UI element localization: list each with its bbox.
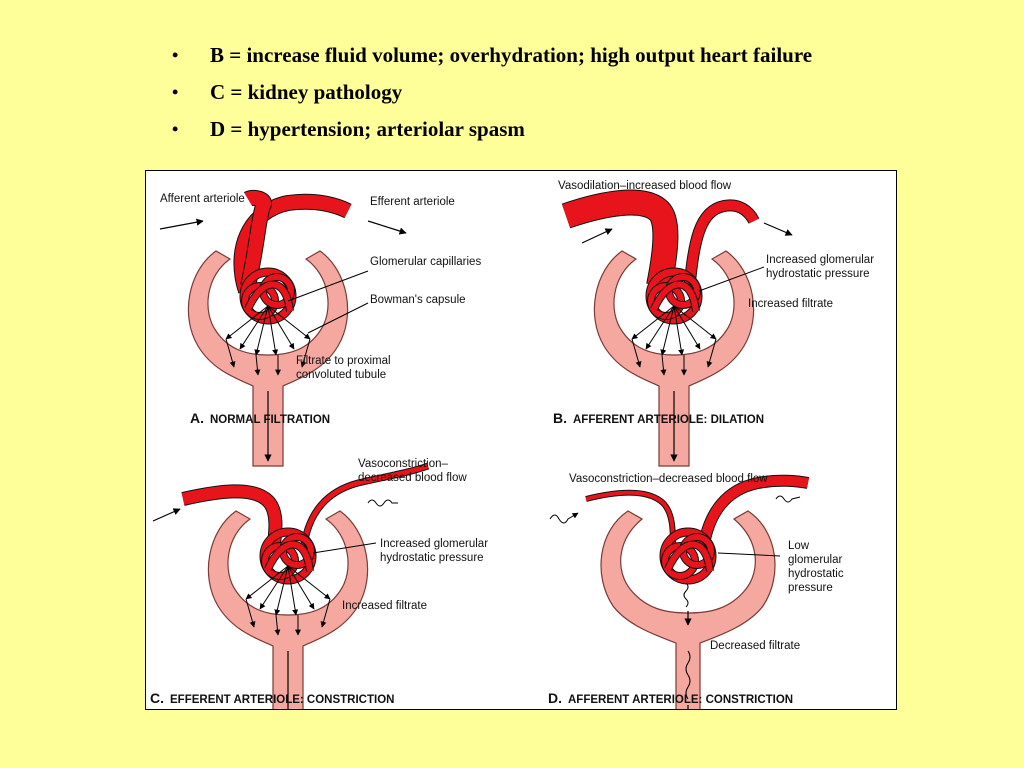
label-d-pressure-line-3: hydrostatic: [788, 568, 844, 580]
inflow-arrow-a: [159, 218, 204, 230]
outflow-arrow-b: [763, 222, 793, 236]
label-c-vasoconstriction-line-1: Vasoconstriction–: [358, 458, 449, 470]
panel-d-caption: AFFERENT ARTERIOLE: CONSTRICTION: [568, 694, 793, 706]
panel-b-caption: AFFERENT ARTERIOLE: DILATION: [573, 414, 764, 426]
capillary-tuft-c: [264, 532, 312, 580]
figure-svg: Afferent arteriole Efferent arteriole Gl…: [150, 180, 874, 709]
label-bowmans-capsule: Bowman's capsule: [370, 294, 466, 306]
label-filtrate-line-2: convoluted tubule: [296, 369, 386, 381]
label-c-increased-filtrate: Increased filtrate: [342, 600, 427, 612]
label-c-pressure-line-1: Increased glomerular: [380, 538, 488, 550]
label-afferent-arteriole: Afferent arteriole: [160, 193, 245, 205]
bullet-item: • C = kidney pathology: [172, 77, 812, 114]
label-d-decreased-filtrate: Decreased filtrate: [710, 640, 800, 652]
panel-d-letter: D.: [548, 690, 562, 706]
label-c-vasoconstriction-line-2: decreased blood flow: [358, 472, 467, 484]
bullet-text: C = kidney pathology: [210, 80, 403, 104]
outflow-squiggle-d: [775, 495, 801, 503]
label-glomerular-capillaries: Glomerular capillaries: [370, 256, 481, 268]
label-vasodilation: Vasodilation–increased blood flow: [558, 180, 732, 192]
outflow-arrow-a: [367, 220, 407, 235]
panel-c: [152, 462, 430, 709]
label-d-pressure-line-4: pressure: [788, 582, 833, 594]
label-filtrate-line-1: Filtrate to proximal: [296, 355, 391, 367]
panel-c-caption: EFFERENT ARTERIOLE: CONSTRICTION: [170, 694, 394, 706]
bowmans-capsule-d: [600, 510, 776, 709]
inflow-arrow-c: [152, 508, 181, 522]
label-d-pressure-line-2: glomerular: [788, 554, 842, 566]
bullet-item: • B = increase fluid volume; overhydratio…: [172, 40, 812, 77]
bullet-text: D = hypertension; arteriolar spasm: [210, 117, 525, 141]
label-b-pressure-line-1: Increased glomerular: [766, 254, 874, 266]
panel-b-letter: B.: [553, 410, 567, 426]
reduced-filtration-squiggle: [683, 582, 689, 608]
label-c-pressure-line-2: hydrostatic pressure: [380, 552, 484, 564]
label-b-increased-filtrate: Increased filtrate: [748, 298, 833, 310]
bullet-list: • B = increase fluid volume; overhydratio…: [172, 40, 812, 151]
label-d-vasoconstriction: Vasoconstriction–decreased blood flow: [569, 473, 768, 485]
capillary-tuft-b: [650, 272, 698, 320]
capillary-tuft-d: [664, 532, 712, 580]
label-d-pressure-line-1: Low: [788, 540, 810, 552]
bullet-text: B = increase fluid volume; overhydration…: [210, 43, 813, 67]
panel-a-letter: A.: [190, 410, 204, 426]
panel-a: [159, 189, 407, 467]
panel-b: [561, 189, 793, 467]
reduced-inflow-squiggle-d: [549, 512, 579, 524]
label-b-pressure-line-2: hydrostatic pressure: [766, 268, 870, 280]
bullet-marker: •: [172, 45, 179, 65]
reduced-outflow-squiggle-c: [367, 499, 398, 507]
inflow-arrow-b: [581, 228, 613, 244]
panel-a-caption: NORMAL FILTRATION: [210, 414, 330, 426]
capillary-tuft-a: [244, 272, 292, 320]
glomerular-filtration-figure: Afferent arteriole Efferent arteriole Gl…: [145, 170, 897, 710]
label-efferent-arteriole: Efferent arteriole: [370, 196, 455, 208]
panel-c-letter: C.: [150, 690, 164, 706]
bullet-item: • D = hypertension; arteriolar spasm: [172, 114, 812, 151]
bullet-marker: •: [172, 82, 179, 102]
panel-d: [549, 474, 810, 709]
bullet-marker: •: [172, 119, 179, 139]
